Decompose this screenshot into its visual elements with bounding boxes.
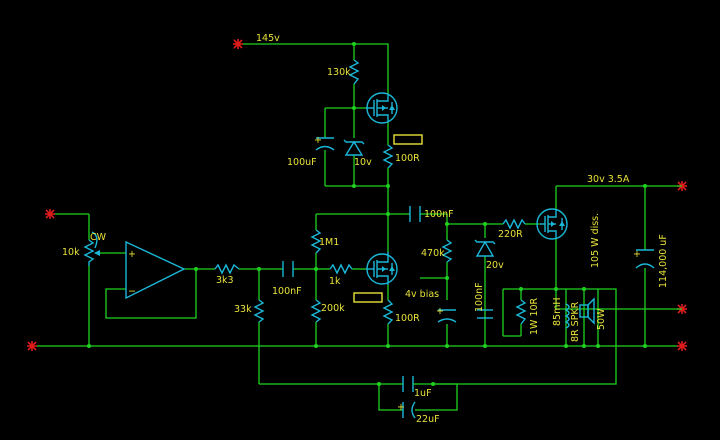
potentiometer-10k[interactable] — [83, 231, 100, 266]
terminal-ground-right[interactable] — [677, 341, 687, 351]
label-100r-bottom: 100R — [395, 313, 420, 324]
label-22uf: 22uF — [416, 414, 440, 425]
label-diss: 105 W diss. — [590, 213, 601, 268]
label-33k: 33k — [234, 304, 252, 315]
inductor-85mh[interactable] — [564, 303, 570, 329]
capacitor-114000uf[interactable] — [635, 249, 655, 269]
label-1w-10r: 1W 10R — [529, 297, 540, 335]
plus-bias-cap: + — [436, 306, 444, 317]
label-30v: 30v 3.5A — [587, 174, 630, 185]
terminal-ground-left[interactable] — [27, 341, 37, 351]
plus-114000uf: + — [633, 249, 641, 260]
label-200k: 200k — [321, 303, 345, 314]
label-4v-bias: 4v bias — [405, 289, 439, 300]
label-3k3: 3k3 — [216, 275, 234, 286]
speaker-8r[interactable] — [579, 297, 595, 325]
capacitor-100nf-mid[interactable] — [409, 206, 421, 222]
resistor-33k[interactable] — [253, 299, 265, 323]
resistor-130k[interactable] — [348, 59, 360, 85]
plus-100uf: + — [314, 135, 322, 146]
label-220r: 220R — [498, 229, 523, 240]
zener-10v[interactable] — [343, 139, 365, 156]
capacitor-100uf[interactable] — [315, 137, 335, 151]
plus-22uf: + — [397, 402, 405, 413]
label-100uf: 100uF — [287, 157, 317, 168]
opamp-minus-label: − — [128, 286, 136, 297]
terminals — [27, 39, 687, 351]
capacitor-100nf-left[interactable] — [282, 261, 294, 277]
mosfet-top[interactable] — [366, 92, 398, 124]
label-1k: 1k — [329, 276, 341, 287]
label-8r-spkr: 8R SPKR — [570, 301, 581, 342]
bias-box-top — [393, 134, 423, 145]
label-10v: 10v — [354, 157, 372, 168]
label-20v: 20v — [486, 260, 504, 271]
resistor-220r[interactable] — [502, 218, 526, 230]
label-100r-top: 100R — [395, 153, 420, 164]
label-85mh: 85mH — [552, 298, 563, 327]
resistor-1m1[interactable] — [310, 229, 322, 254]
opamp[interactable] — [125, 240, 186, 300]
label-130k: 130k — [327, 67, 351, 78]
terminal-input[interactable] — [45, 209, 55, 219]
resistor-3k3[interactable] — [214, 263, 240, 275]
label-145v: 145v — [256, 33, 280, 44]
resistor-470k[interactable] — [441, 239, 453, 263]
resistor-1w-10r[interactable] — [515, 299, 527, 325]
resistor-200k[interactable] — [310, 299, 322, 323]
mosfet-bottom[interactable] — [366, 252, 398, 285]
resistor-100r-bottom[interactable] — [382, 299, 394, 325]
labels: 145v 130k 100uF 10v 100R 30v 3.5A 100nF … — [62, 33, 669, 425]
capacitor-1uf[interactable] — [402, 376, 433, 392]
label-cw: CW — [90, 232, 107, 243]
label-1m1: 1M1 — [319, 237, 339, 248]
label-10k: 10k — [62, 247, 80, 258]
capacitor-bias[interactable] — [437, 309, 457, 323]
label-1uf: 1uF — [414, 388, 432, 399]
label-100nf-mid: 100nF — [424, 209, 454, 220]
mosfet-right[interactable] — [536, 208, 568, 240]
zener-20v[interactable] — [474, 239, 496, 257]
opamp-plus-label: + — [128, 249, 136, 260]
label-100nf-left: 100nF — [272, 286, 302, 297]
capacitor-100nf-vert[interactable] — [477, 309, 493, 319]
wires — [37, 43, 682, 411]
resistor-100r-top[interactable] — [382, 144, 394, 169]
label-100nf-vert: 100nF — [474, 282, 485, 312]
label-470k: 470k — [421, 248, 445, 259]
label-114000uf: 114,000 uF — [658, 234, 669, 288]
junctions — [87, 42, 647, 386]
label-50w: 50W — [596, 308, 607, 330]
resistor-1k[interactable] — [329, 263, 353, 275]
terminal-145v[interactable] — [233, 39, 243, 49]
bias-box-bottom — [353, 292, 383, 303]
capacitor-22uf[interactable] — [402, 401, 416, 419]
